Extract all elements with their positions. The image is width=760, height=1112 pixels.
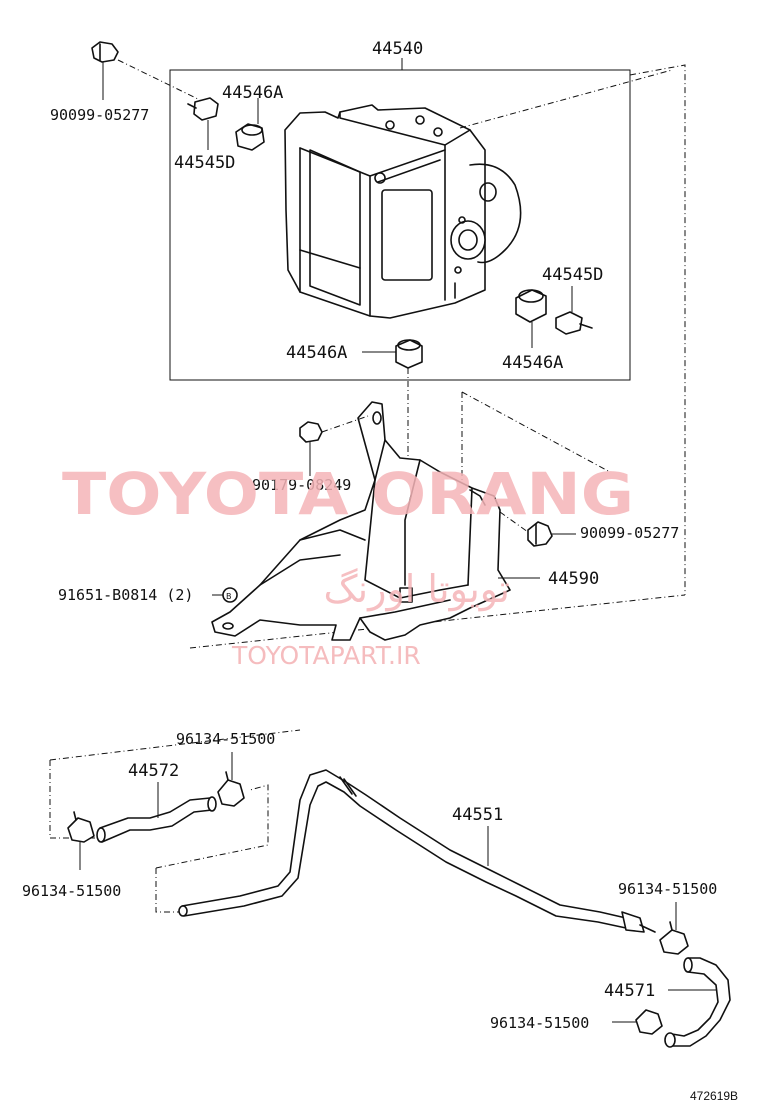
- actuator-group-frame: [169, 69, 631, 381]
- abs-actuator: [284, 104, 522, 319]
- clamp-top-part: [217, 771, 245, 807]
- watermark-url: TOYOTAPART.IR: [231, 641, 421, 670]
- union-bolt-d-right-part: [555, 311, 593, 335]
- hose-short-part: [96, 796, 217, 843]
- dash-plug-top: [117, 59, 201, 101]
- label-90099-top: 90099-05277: [50, 106, 149, 124]
- label-90099-right: 90099-05277: [580, 524, 679, 542]
- svg-text:B: B: [226, 592, 232, 601]
- bolt-bracket-part: [299, 421, 323, 443]
- gasket-a-top-part: [235, 123, 265, 151]
- label-44540: 44540: [372, 39, 423, 59]
- dash-actuator-upper: [459, 69, 673, 129]
- dash-plug-right: [499, 511, 529, 533]
- label-44551: 44551: [452, 805, 503, 825]
- label-44572: 44572: [128, 761, 179, 781]
- label-clamp-left: 96134-51500: [22, 882, 121, 900]
- gasket-a-bottom-part: [395, 339, 423, 369]
- lower-frame-dash2: [49, 729, 301, 761]
- label-clamp-top: 96134-51500: [176, 730, 275, 748]
- label-44571: 44571: [604, 981, 655, 1001]
- hose-right-part: [664, 957, 731, 1048]
- label-clamp-right-top: 96134-51500: [618, 880, 717, 898]
- label-44590: 44590: [548, 569, 599, 589]
- label-44545D-top: 44545D: [174, 153, 235, 173]
- lower-frame-dash3: [155, 868, 182, 913]
- tube-part: [178, 769, 656, 933]
- bolt-washer-part: B: [222, 587, 238, 603]
- watermark-main: TOYOTA ORANG: [62, 460, 634, 528]
- lower-frame-dash4: [155, 784, 269, 869]
- clamp-right-top-part: [659, 921, 689, 955]
- clamp-right-bottom-part: [635, 1009, 663, 1035]
- label-44545D-right: 44545D: [542, 265, 603, 285]
- plug-top-part: [91, 41, 119, 63]
- label-44546A-top: 44546A: [222, 83, 283, 103]
- dash-bracket-right2: [461, 391, 611, 473]
- label-clamp-right-bottom: 96134-51500: [490, 1014, 589, 1032]
- watermark-persian: تویوتا اورنگ: [324, 567, 511, 612]
- clamp-left-part: [67, 811, 95, 843]
- union-bolt-d-top-part: [187, 97, 219, 121]
- label-44546A-right: 44546A: [502, 353, 563, 373]
- plug-bracket-part: [527, 521, 553, 547]
- gasket-a-right-part: [515, 289, 547, 323]
- group-frame-dash-right: [629, 64, 686, 595]
- dash-bolt-bracket: [321, 415, 369, 433]
- label-44546A-bottom: 44546A: [286, 343, 347, 363]
- figure-number: 472619B: [690, 1089, 738, 1103]
- bracket-part: [211, 401, 511, 641]
- label-91651: 91651-B0814 (2): [58, 586, 193, 604]
- label-90179: 90179-08249: [252, 476, 351, 494]
